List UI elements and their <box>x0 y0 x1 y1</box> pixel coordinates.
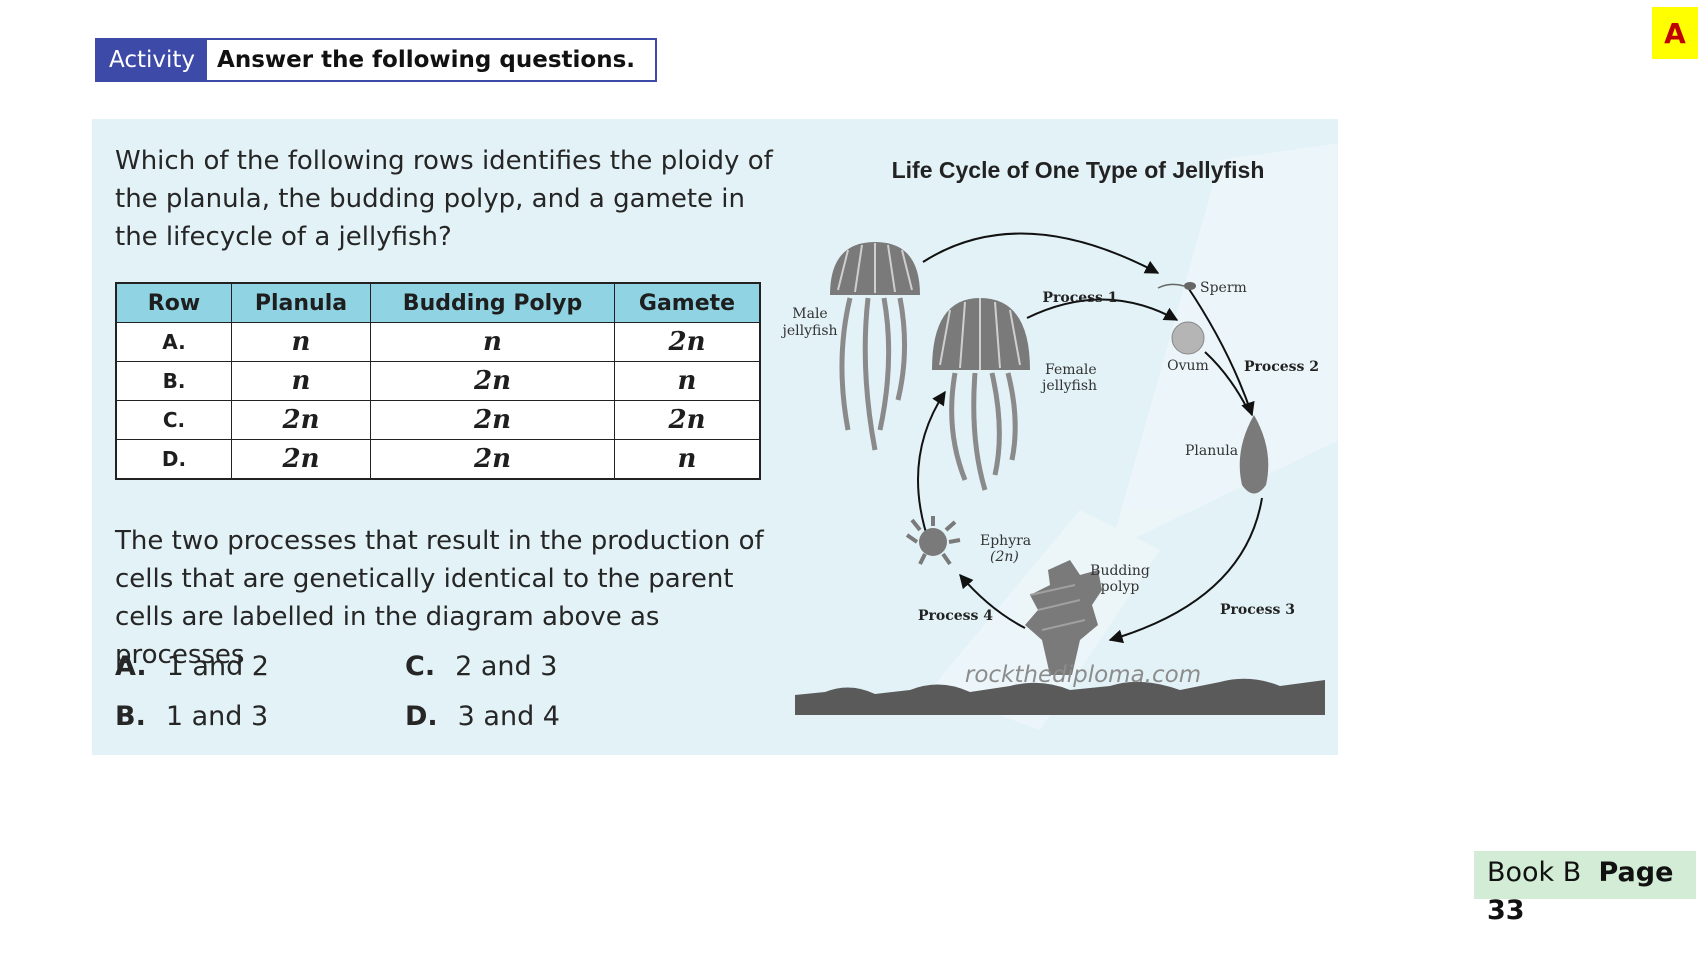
table-cell: D. <box>115 439 232 480</box>
table-cell: C. <box>115 400 232 440</box>
table-row: B. n 2n n <box>115 361 761 401</box>
option-letter: D. <box>405 701 438 732</box>
answer-option-d[interactable]: D. 3 and 4 <box>405 701 560 732</box>
label-ephyra-line1: Ephyra <box>980 533 1031 549</box>
question-2-text: The two processes that result in the pro… <box>115 526 764 670</box>
ephyra-icon <box>905 516 961 566</box>
activity-header: Activity Answer the following questions. <box>95 38 658 82</box>
question-1-text: Which of the following rows identifies t… <box>115 146 773 252</box>
table-header: Budding Polyp <box>370 282 615 323</box>
table-cell: n <box>231 322 371 362</box>
watermark-shape <box>930 142 1340 730</box>
budding-polyp-icon <box>1025 560 1102 675</box>
table-cell: 2n <box>231 400 371 440</box>
label-ephyra-line2: (2n) <box>990 549 1019 565</box>
label-female-line1: Female <box>1045 362 1097 378</box>
label-male-line2: jellyfish <box>780 323 837 339</box>
table-header: Gamete <box>614 282 761 323</box>
label-ovum: Ovum <box>1167 358 1209 374</box>
option-text: 3 and 4 <box>457 701 560 732</box>
label-process-1: Process 1 <box>1042 290 1117 306</box>
table-cell: n <box>614 361 761 401</box>
table-header: Row <box>115 282 232 323</box>
table-cell: 2n <box>614 400 761 440</box>
label-budding-line1: Budding <box>1090 563 1150 579</box>
sperm-icon <box>1157 282 1196 290</box>
label-process-2: Process 2 <box>1244 359 1319 375</box>
label-female-line2: jellyfish <box>1040 378 1097 394</box>
ploidy-table: Row Planula Budding Polyp Gamete A. n n … <box>115 282 761 480</box>
option-letter: C. <box>405 651 436 682</box>
female-jellyfish-icon <box>932 298 1030 491</box>
page-number: 33 <box>1487 895 1525 926</box>
label-planula: Planula <box>1185 443 1238 459</box>
diagram-title: Life Cycle of One Type of Jellyfish <box>892 157 1265 183</box>
answer-badge: A <box>1652 7 1698 59</box>
option-text: 2 and 3 <box>455 651 558 682</box>
arrow-to-female <box>917 390 946 546</box>
arrow-process-3 <box>1108 497 1263 644</box>
table-cell: n <box>370 322 615 362</box>
table-cell: 2n <box>614 322 761 362</box>
table-cell: 2n <box>370 400 615 440</box>
table-row: A. n n 2n <box>115 322 761 362</box>
arrow-process-1 <box>1026 298 1179 321</box>
activity-tag: Activity <box>97 40 208 80</box>
arrow-process-2 <box>1186 285 1255 417</box>
label-process-3: Process 3 <box>1220 602 1295 618</box>
male-jellyfish-icon <box>830 242 920 451</box>
table-cell: 2n <box>370 439 615 480</box>
table-cell: 2n <box>231 439 371 480</box>
activity-prompt: Answer the following questions. <box>207 40 656 80</box>
option-letter: A. <box>115 651 147 682</box>
table-cell: A. <box>115 322 232 362</box>
option-letter: B. <box>115 701 146 732</box>
label-sperm: Sperm <box>1200 280 1247 296</box>
table-cell: B. <box>115 361 232 401</box>
answer-option-c[interactable]: C. 2 and 3 <box>405 651 557 682</box>
table-header: Planula <box>231 282 371 323</box>
watermark-text: rockthediploma.com <box>965 662 1201 688</box>
page-label: Page <box>1598 857 1674 888</box>
planula-icon <box>1239 415 1269 494</box>
label-process-4: Process 4 <box>918 608 993 624</box>
table-row: D. 2n 2n n <box>115 439 761 480</box>
answer-option-a[interactable]: A. 1 and 2 <box>115 651 269 682</box>
table-row: C. 2n 2n 2n <box>115 400 761 440</box>
option-text: 1 and 2 <box>166 651 269 682</box>
table-cell: n <box>614 439 761 480</box>
label-male-line1: Male <box>792 306 827 322</box>
jellyfish-life-cycle-diagram: Life Cycle of One Type of Jellyfish Male… <box>780 142 1340 730</box>
answer-option-b[interactable]: B. 1 and 3 <box>115 701 268 732</box>
book-page-tag: Book B Page 33 <box>1474 851 1696 926</box>
option-text: 1 and 3 <box>165 701 269 732</box>
label-budding-line2: polyp <box>1101 579 1140 595</box>
arrow-male-to-sperm <box>922 232 1160 274</box>
arrow-ovum-join <box>1204 351 1249 411</box>
table-cell: n <box>231 361 371 401</box>
ovum-icon <box>1171 321 1205 355</box>
book-label: Book B <box>1487 857 1582 888</box>
seabed-shape <box>795 678 1325 715</box>
arrow-process-4 <box>959 573 1026 629</box>
table-header-row: Row Planula Budding Polyp Gamete <box>115 282 761 323</box>
table-cell: 2n <box>370 361 615 401</box>
